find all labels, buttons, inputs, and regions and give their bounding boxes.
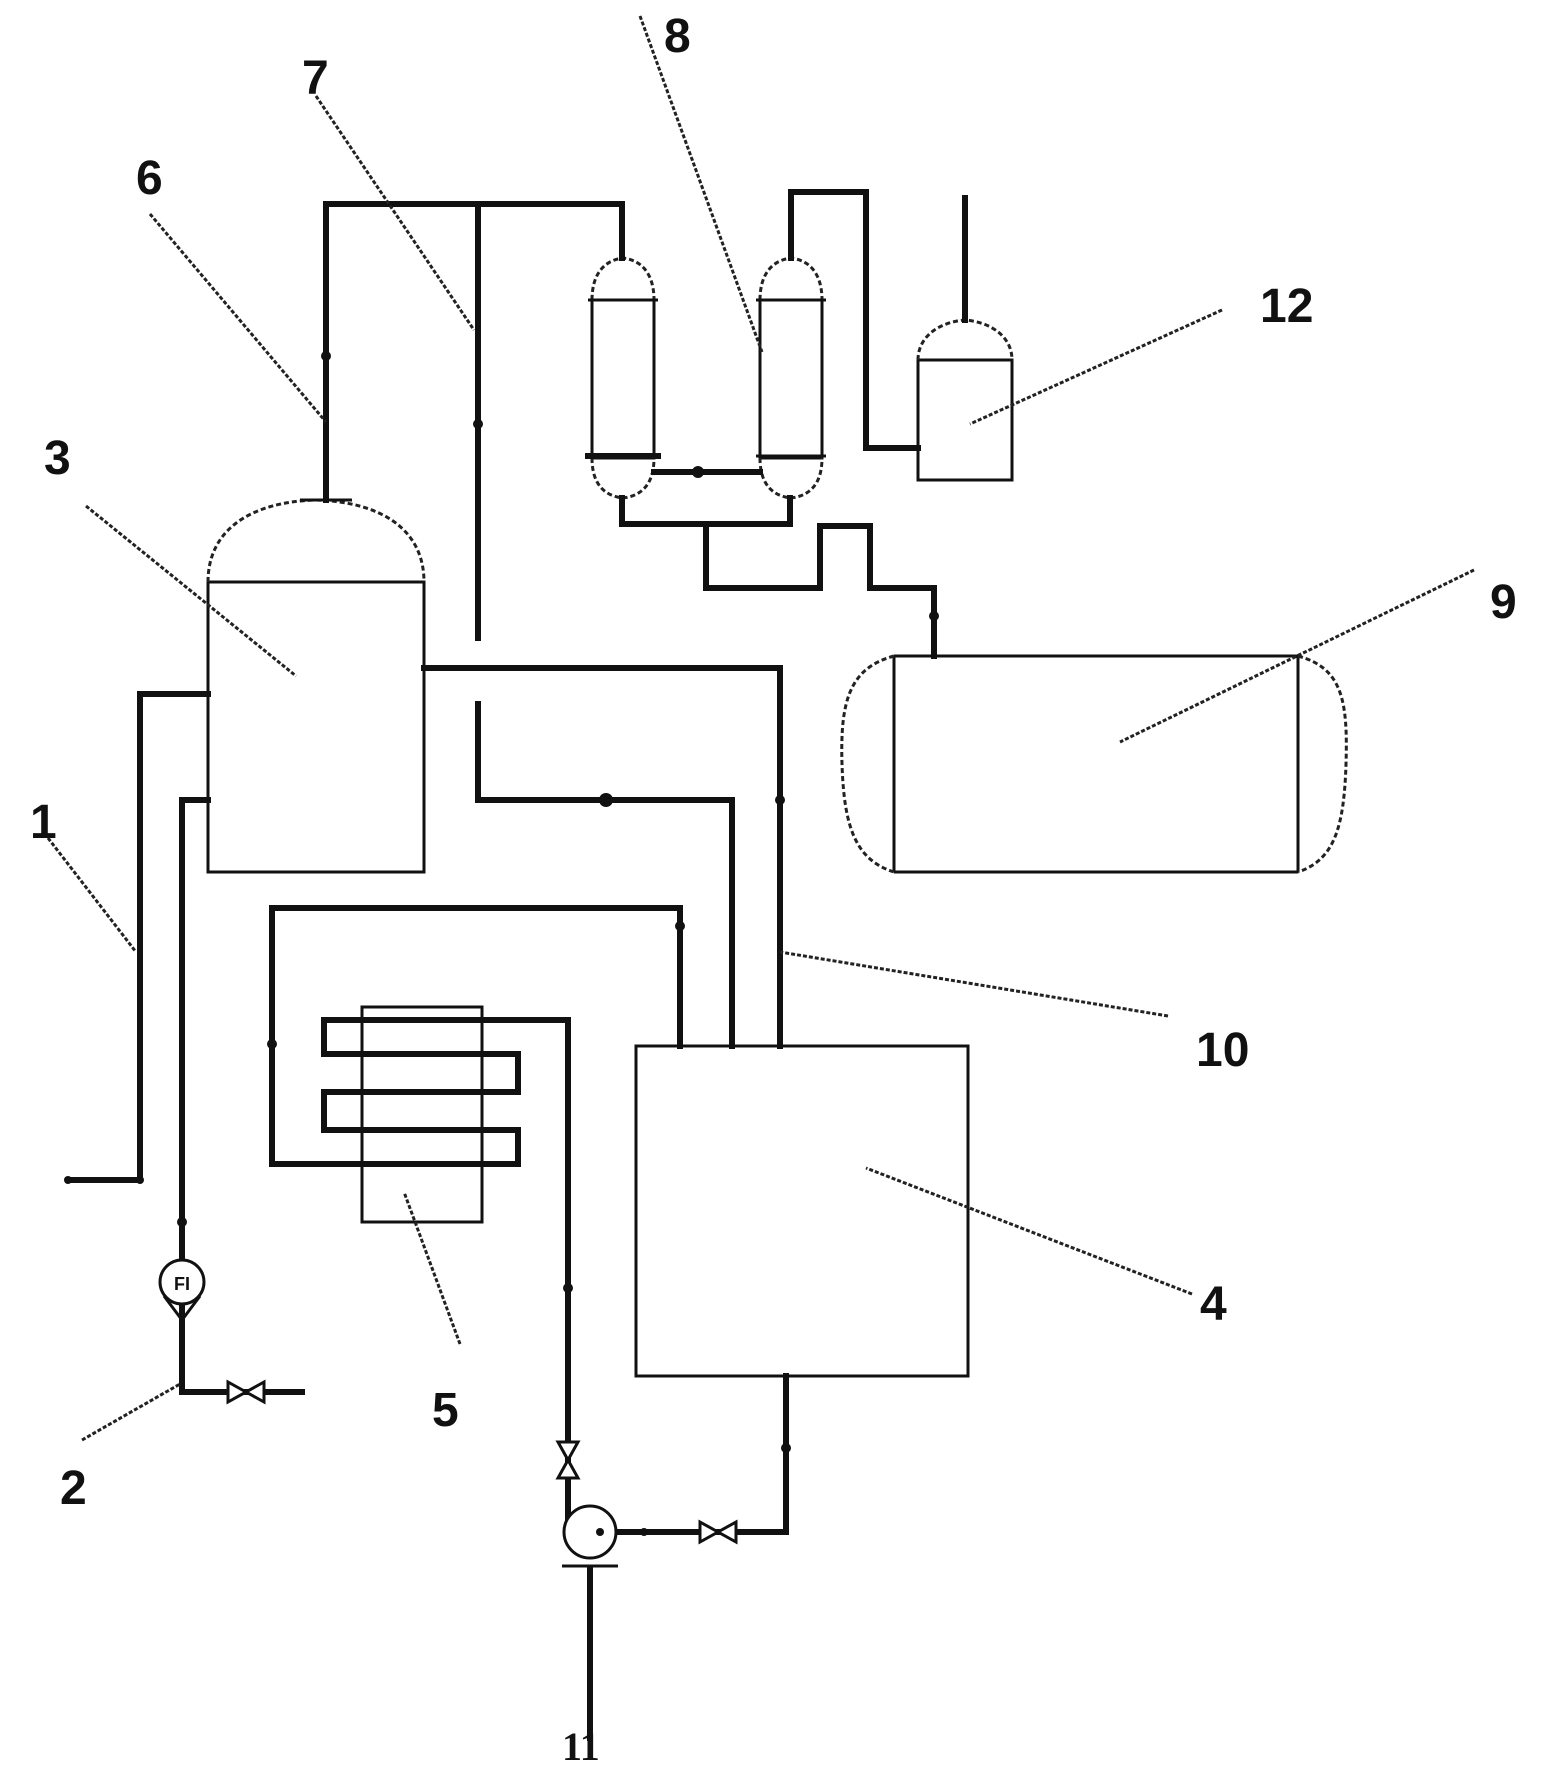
label-6: 6 xyxy=(136,152,163,205)
valve-top xyxy=(555,1440,581,1464)
vessel-3 xyxy=(206,498,426,874)
leader-5 xyxy=(402,1191,462,1345)
tank-4 xyxy=(634,1044,970,1378)
valve-left xyxy=(698,1519,722,1545)
label-10: 10 xyxy=(1196,1024,1249,1077)
tank-12-head xyxy=(916,318,1014,361)
leader-lines xyxy=(46,15,1475,1442)
label-9: 9 xyxy=(1490,576,1517,629)
heat-exchanger-5-body xyxy=(360,1005,484,1224)
tank-9-left-head xyxy=(840,654,895,874)
label-11: 11 xyxy=(562,1724,600,1766)
leader-10 xyxy=(779,950,1169,1018)
junction-dot xyxy=(675,921,685,931)
junction-dot xyxy=(64,1176,72,1184)
leader-6 xyxy=(148,213,328,423)
leader-12 xyxy=(969,308,1223,426)
line-to-tank-9 xyxy=(703,521,937,659)
inlet-valve xyxy=(226,1379,266,1405)
leader-3 xyxy=(85,504,297,678)
leader-4 xyxy=(865,1166,1193,1296)
leader-9 xyxy=(1119,568,1475,744)
tank-12-body xyxy=(916,358,1014,482)
leader-1 xyxy=(46,837,138,953)
inlet-line-2 xyxy=(179,797,211,1395)
heat-exchanger-5 xyxy=(321,1005,571,1224)
flowmeter-body xyxy=(158,1258,206,1306)
junction-dot xyxy=(775,795,785,805)
leader-8 xyxy=(638,15,764,353)
junction-dot xyxy=(321,351,331,361)
column-8a xyxy=(585,256,661,500)
label-4: 4 xyxy=(1200,1278,1227,1331)
tank-9 xyxy=(840,654,1348,874)
column-8a-bottom xyxy=(590,457,656,500)
junction-dot xyxy=(136,1176,144,1184)
pump xyxy=(562,1504,618,1568)
pipe-junctions xyxy=(64,351,939,1536)
callout-labels: 1 2 3 4 5 6 7 8 9 10 11 12 xyxy=(30,10,1517,1766)
column-8a-top xyxy=(590,256,656,301)
outlet-line-10 xyxy=(421,665,783,1049)
recycle-loop xyxy=(269,905,683,1167)
tank-12 xyxy=(916,318,1014,482)
leader-7 xyxy=(314,95,476,331)
pump-center xyxy=(596,1528,604,1536)
flowmeter-text: FI xyxy=(174,1274,190,1294)
riser-valve xyxy=(555,1440,581,1480)
label-12: 12 xyxy=(1260,280,1313,333)
column-bottom-header xyxy=(619,495,793,527)
junction-dot xyxy=(929,611,939,621)
valve-right xyxy=(714,1519,738,1545)
tank-4-bottom-line xyxy=(609,1373,789,1535)
junction-dot xyxy=(563,1283,573,1293)
junction-dot xyxy=(177,1217,187,1227)
junction-dot xyxy=(473,419,483,429)
column-8b-bottom xyxy=(758,457,824,500)
label-5: 5 xyxy=(432,1384,459,1437)
valve-bottom xyxy=(555,1456,581,1480)
flowmeter-tail xyxy=(162,1295,202,1323)
vessel-3-head xyxy=(206,498,426,583)
piping xyxy=(65,189,968,1741)
columns-8 xyxy=(585,256,826,500)
junction-dot xyxy=(692,466,704,478)
junction-dot xyxy=(599,793,613,807)
column-8b-top xyxy=(758,256,824,301)
label-1: 1 xyxy=(30,796,57,849)
vessel-3-body xyxy=(206,580,426,874)
junction-dot xyxy=(640,1528,648,1536)
column-8b xyxy=(756,256,826,500)
column-8a-body xyxy=(590,298,656,460)
heat-exchanger-5-coil xyxy=(321,1017,571,1167)
tank-9-right-head xyxy=(1297,654,1348,874)
junction-dot xyxy=(781,1443,791,1453)
junction-dot xyxy=(267,1039,277,1049)
return-valve xyxy=(698,1519,738,1545)
label-7: 7 xyxy=(302,52,329,105)
branch-line-7-lower xyxy=(475,701,735,1049)
leader-2 xyxy=(81,1382,181,1442)
flowmeter: FI xyxy=(158,1258,206,1323)
line-to-tank-12 xyxy=(788,189,921,451)
label-2: 2 xyxy=(60,1462,87,1515)
column-8b-body xyxy=(758,298,824,460)
label-8: 8 xyxy=(664,10,691,63)
feed-line-1 xyxy=(65,691,211,1183)
valve-right xyxy=(242,1379,266,1405)
overhead-line-6 xyxy=(323,201,625,503)
valve-left xyxy=(226,1379,250,1405)
label-3: 3 xyxy=(44,432,71,485)
pump-body xyxy=(562,1504,618,1560)
